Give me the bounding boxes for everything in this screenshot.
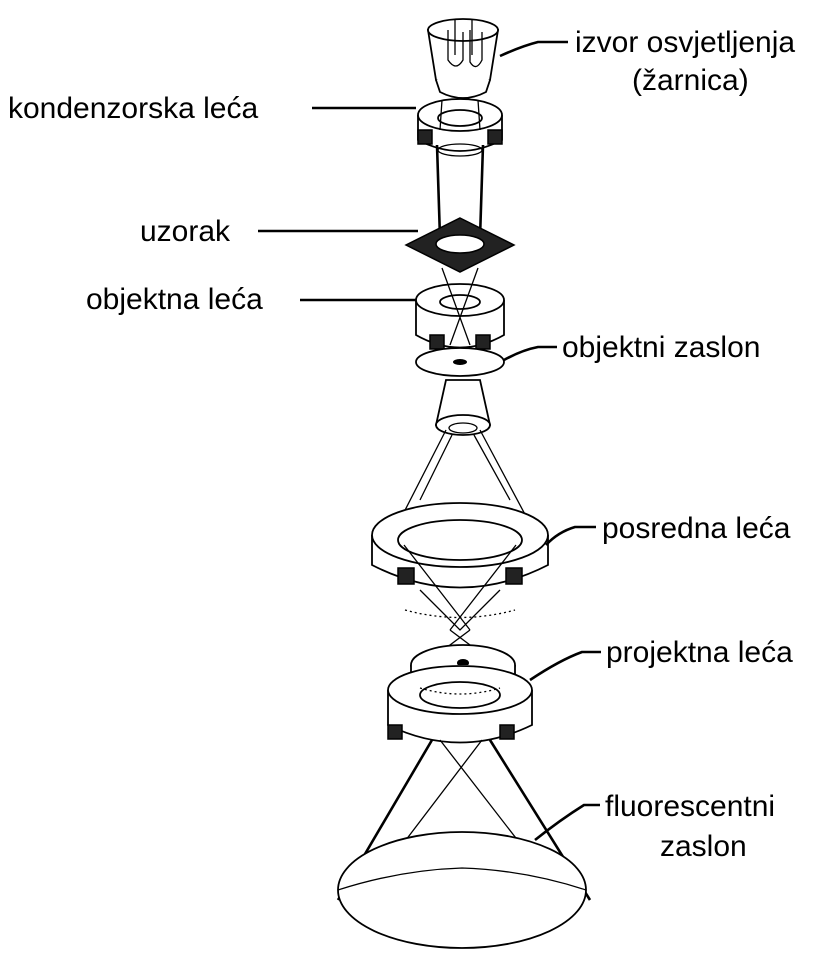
label-projector-lens: projektna leća	[606, 636, 793, 669]
condenser-lens	[418, 99, 502, 151]
label-objective-lens: objektna leća	[86, 283, 263, 316]
label-fluorescent-screen: fluorescentni	[605, 790, 775, 823]
beam-mid	[400, 380, 528, 520]
specimen-plate	[406, 218, 514, 272]
fluorescent-screen	[338, 832, 586, 948]
label-objective-aperture: objektni zaslon	[562, 331, 760, 364]
intermediate-lens	[372, 503, 548, 630]
label-light-source: izvor osvjetljenja	[575, 26, 795, 59]
label-intermediate-lens: posredna leća	[602, 512, 791, 545]
label-condenser-lens: kondenzorska leća	[8, 92, 258, 125]
objective-aperture	[416, 348, 504, 376]
projector-lens	[388, 645, 532, 743]
label-fluorescent-screen-sub: zaslon	[660, 830, 747, 863]
label-specimen: uzorak	[140, 215, 231, 248]
objective-lens	[416, 268, 504, 349]
label-light-source-sub: (žarnica)	[632, 64, 749, 97]
light-source-bulb	[428, 19, 498, 98]
